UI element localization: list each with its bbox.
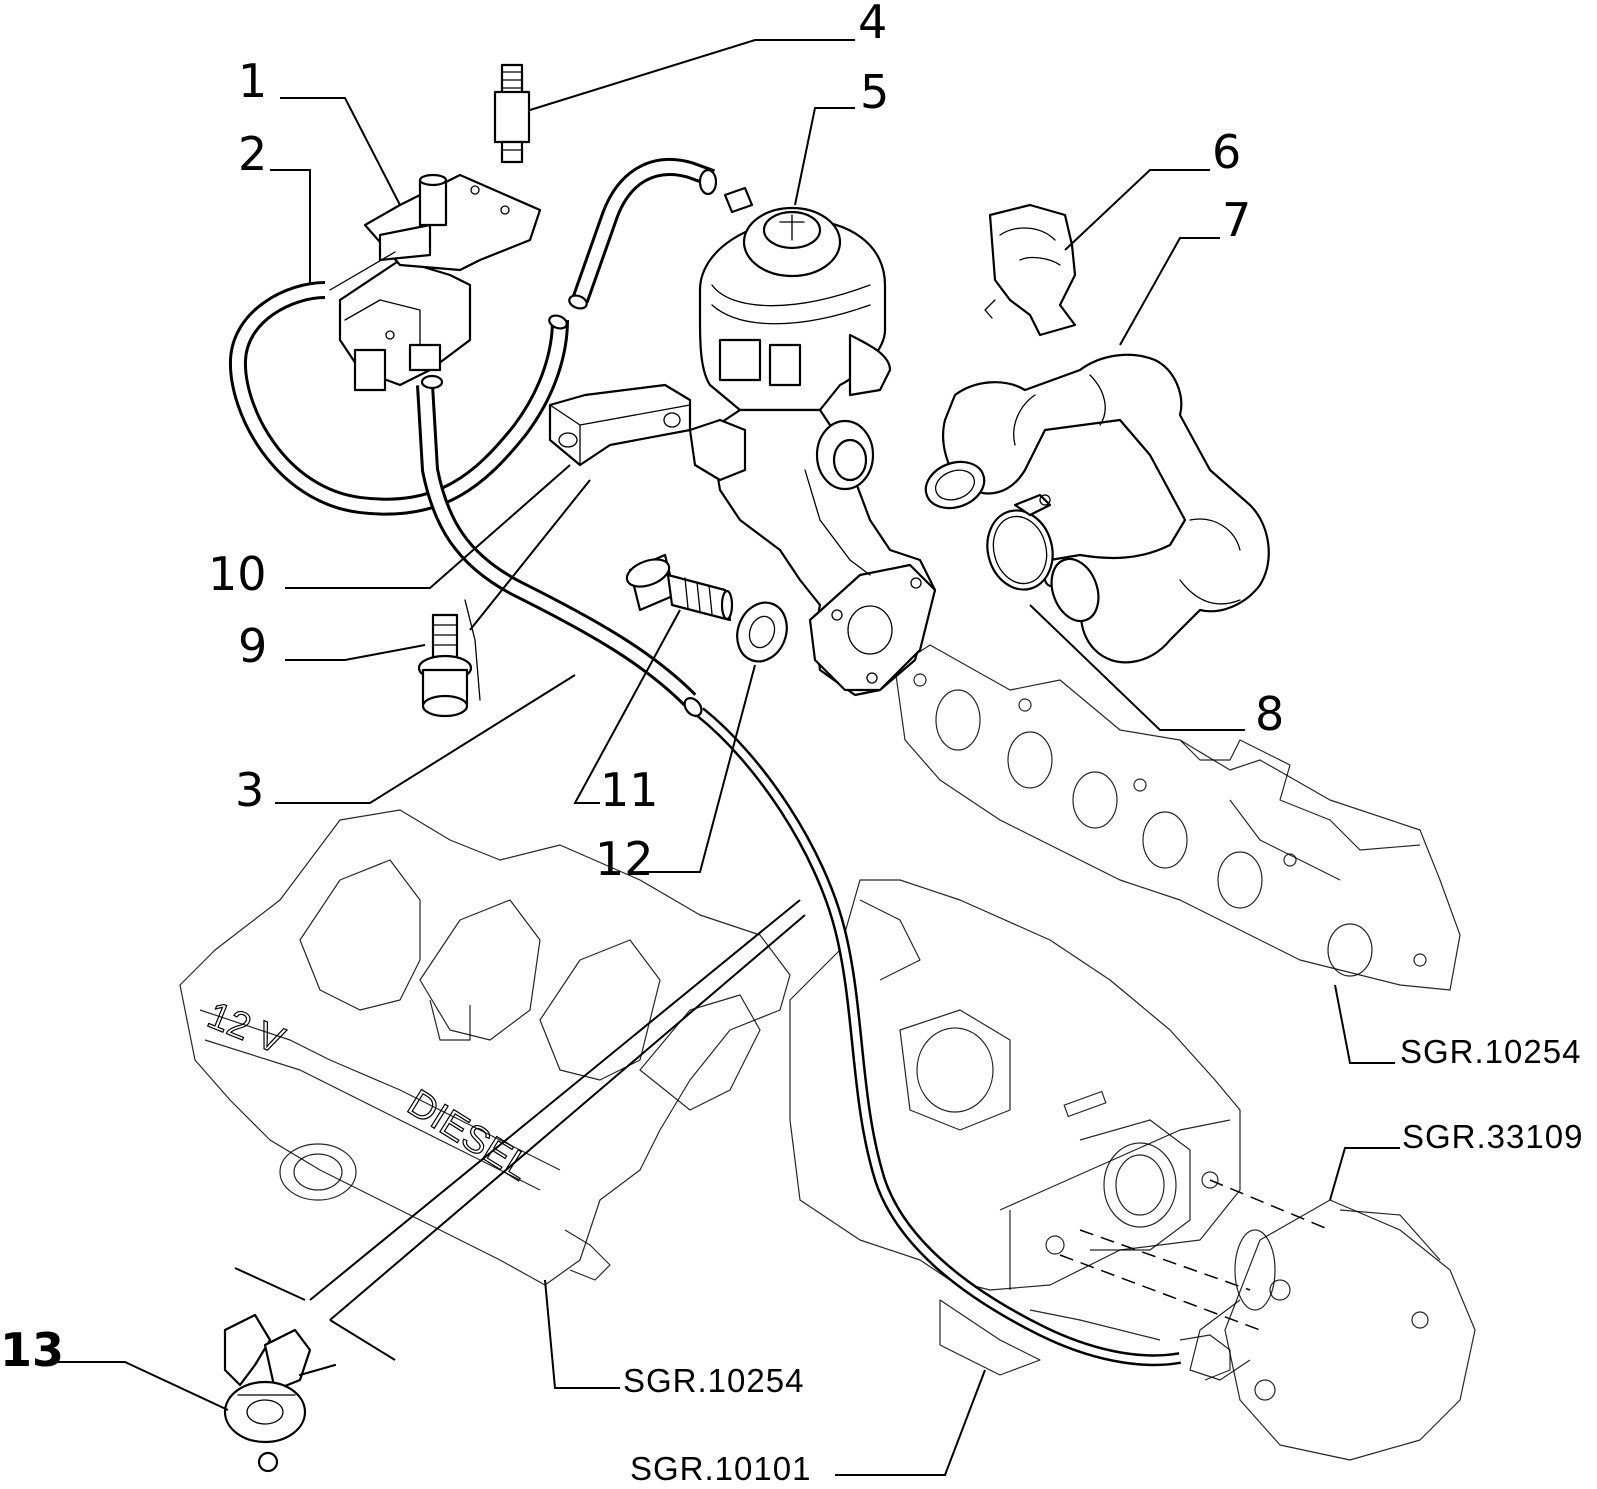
callout-4: 4 — [858, 0, 887, 49]
part-12-washer — [736, 601, 788, 663]
callout-7: 7 — [1222, 193, 1251, 247]
callout-3: 3 — [235, 763, 264, 817]
callout-11: 11 — [600, 763, 659, 817]
part-5-egr-valve — [688, 186, 937, 697]
callout-6: 6 — [1212, 125, 1241, 179]
hose-upper — [571, 158, 716, 303]
engine-block — [789, 879, 1241, 1376]
intake-manifold: 12 V DIESEL — [179, 809, 791, 1286]
part-7-pipe — [924, 353, 1270, 664]
vacuum-pump — [1179, 1199, 1476, 1461]
part-9-bolt — [417, 599, 481, 718]
reference-labels: SGR.10254 SGR.33109 SGR.10254 SGR.10101 — [623, 1033, 1583, 1487]
part-4-stud — [493, 63, 531, 164]
callout-13: 13 — [0, 1323, 64, 1377]
ref-vacuum-pump: SGR.33109 — [1402, 1118, 1583, 1155]
callout-12: 12 — [595, 832, 654, 886]
callout-10: 10 — [208, 547, 267, 601]
callout-9: 9 — [238, 619, 267, 673]
part-6-clip — [984, 203, 1077, 337]
ref-intake-manifold: SGR.10254 — [623, 1362, 804, 1399]
ref-engine-block: SGR.10101 — [630, 1450, 811, 1487]
alignment-line-2 — [1059, 1254, 1261, 1331]
callout-8: 8 — [1255, 687, 1284, 741]
part-1-solenoid-valve — [329, 173, 542, 392]
callout-5: 5 — [860, 65, 889, 119]
part-11-bolt — [625, 553, 734, 622]
callout-labels: 1 2 3 4 5 6 7 8 9 10 11 12 13 — [0, 0, 1284, 1377]
leader-lines — [55, 39, 1400, 1476]
alignment-line-3 — [1079, 1229, 1251, 1291]
part-8-clamp — [986, 493, 1054, 591]
hose-2 — [228, 281, 569, 516]
hose-3 — [416, 168, 1182, 1367]
callout-2: 2 — [238, 127, 267, 181]
exhaust-manifold — [894, 644, 1461, 991]
ref-exhaust-manifold: SGR.10254 — [1400, 1033, 1581, 1070]
callout-1: 1 — [238, 54, 267, 108]
part-13-clip — [223, 1313, 337, 1473]
part-10-bracket — [548, 383, 692, 467]
marking-diesel: DIESEL — [400, 1082, 537, 1189]
